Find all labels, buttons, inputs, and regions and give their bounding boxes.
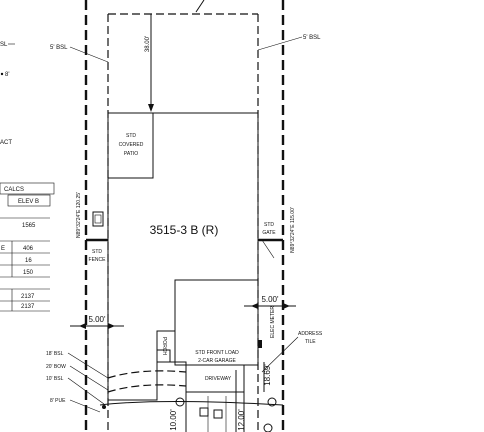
front-20-bow-leader: [69, 365, 109, 391]
calc-table-row-1565: 1565: [22, 223, 36, 229]
utility-box-1: [199, 407, 209, 417]
elec-meter: [258, 340, 262, 348]
calc-table: CALCS ELEV B 1565 E 406 16 150 2137 2137: [0, 182, 55, 312]
utility-symbol-2: [267, 397, 277, 407]
calc-table-row-150: 150: [23, 270, 34, 276]
front-bsl-curve-1: [107, 370, 187, 379]
calc-table-row-2137a: 2137: [21, 294, 35, 300]
calc-table-header: CALCS: [4, 187, 24, 193]
front-20-bow: 20' BOW: [46, 364, 66, 370]
top-dimension-arrow: [148, 104, 154, 112]
garage-label-2: 2-CAR GARAGE: [198, 358, 236, 364]
gate-leaf: [261, 239, 275, 259]
porch-label: PORCH: [161, 337, 167, 355]
side-dim-left-arrow-1: [79, 323, 86, 329]
patio-label-3: PATIO: [124, 151, 138, 157]
driveway-label: DRIVEWAY: [205, 376, 232, 382]
front-18-bsl: 18' BSL: [46, 351, 64, 357]
left-note-8-marker: [0, 72, 4, 76]
utility-symbol-1: [175, 397, 185, 407]
calc-table-row-2137b: 2137: [21, 304, 35, 310]
address-leader: [261, 336, 299, 373]
ac-unit: [92, 211, 104, 227]
side-dim-right-arrow-2: [283, 303, 290, 309]
utility-dot: [102, 405, 106, 409]
gate-label-2: GATE: [262, 230, 276, 236]
front-dim-2-label: 12.00': [237, 409, 246, 431]
left-note-sl: SL: [0, 42, 8, 48]
covered-patio: [107, 112, 154, 179]
top-diagonal-line: [195, 0, 205, 13]
utility-symbol-3: [263, 423, 273, 432]
calc-table-row-16: 16: [25, 258, 32, 264]
left-note-act: ACT: [0, 140, 12, 146]
address-label-1: ADDRESS: [298, 331, 323, 337]
front-10-bsl-leader: [67, 377, 105, 405]
calc-table-row-e: E: [1, 246, 5, 252]
side-dim-left-arrow-2: [108, 323, 115, 329]
gate-label-1: STD: [264, 222, 274, 228]
front-8-pue-leader: [69, 399, 101, 413]
top-dimension-label: 38.00': [145, 36, 151, 52]
porch: [156, 330, 176, 363]
garage: [174, 279, 259, 366]
ac-unit-inner: [94, 214, 102, 224]
fence-label-2: FENCE: [89, 257, 107, 263]
side-dim-right-arrow-1: [251, 303, 258, 309]
bsl-label-left: 5' BSL: [50, 45, 68, 51]
house-plan-label: 3515-3 B (R): [150, 223, 219, 237]
calc-table-col-cell: [7, 194, 51, 207]
front-dim-1-label: 10.00': [169, 409, 178, 431]
front-10-bsl: 10' BSL: [46, 376, 64, 382]
front-bsl-curve-2: [107, 384, 187, 393]
calc-table-row-406: 406: [23, 246, 34, 252]
right-bearing-label: N89°32'24"E 115.00': [290, 207, 296, 253]
patio-label-1: STD: [126, 133, 136, 139]
calc-table-col-elev: ELEV B: [18, 199, 39, 205]
front-18-bsl-leader: [67, 352, 109, 379]
fence-label-1: STD: [92, 249, 102, 255]
bsl-label-right: 5' BSL: [303, 35, 321, 41]
front-bsl-curve-3: [99, 401, 284, 406]
patio-label-2: COVERED: [119, 142, 144, 148]
bsl-label-left-leader: [69, 46, 109, 63]
bsl-label-right-leader: [257, 36, 303, 51]
left-bearing-label: N89°32'24"E 120.25': [76, 192, 82, 238]
calc-table-header-cell: [0, 182, 55, 195]
garage-label-1: STD FRONT LOAD: [195, 350, 239, 356]
front-8-pue: 8' PUE: [50, 398, 66, 404]
elec-meter-label: ELEC METER: [270, 306, 276, 338]
drive-dim-label: 18.69': [263, 364, 272, 386]
utility-box-2: [213, 409, 223, 419]
address-label-2: TILE: [305, 339, 316, 345]
side-dim-right-label: 5.00': [261, 295, 279, 304]
side-dim-left-label: 5.00': [88, 315, 106, 324]
left-note-8: 8': [5, 72, 9, 78]
